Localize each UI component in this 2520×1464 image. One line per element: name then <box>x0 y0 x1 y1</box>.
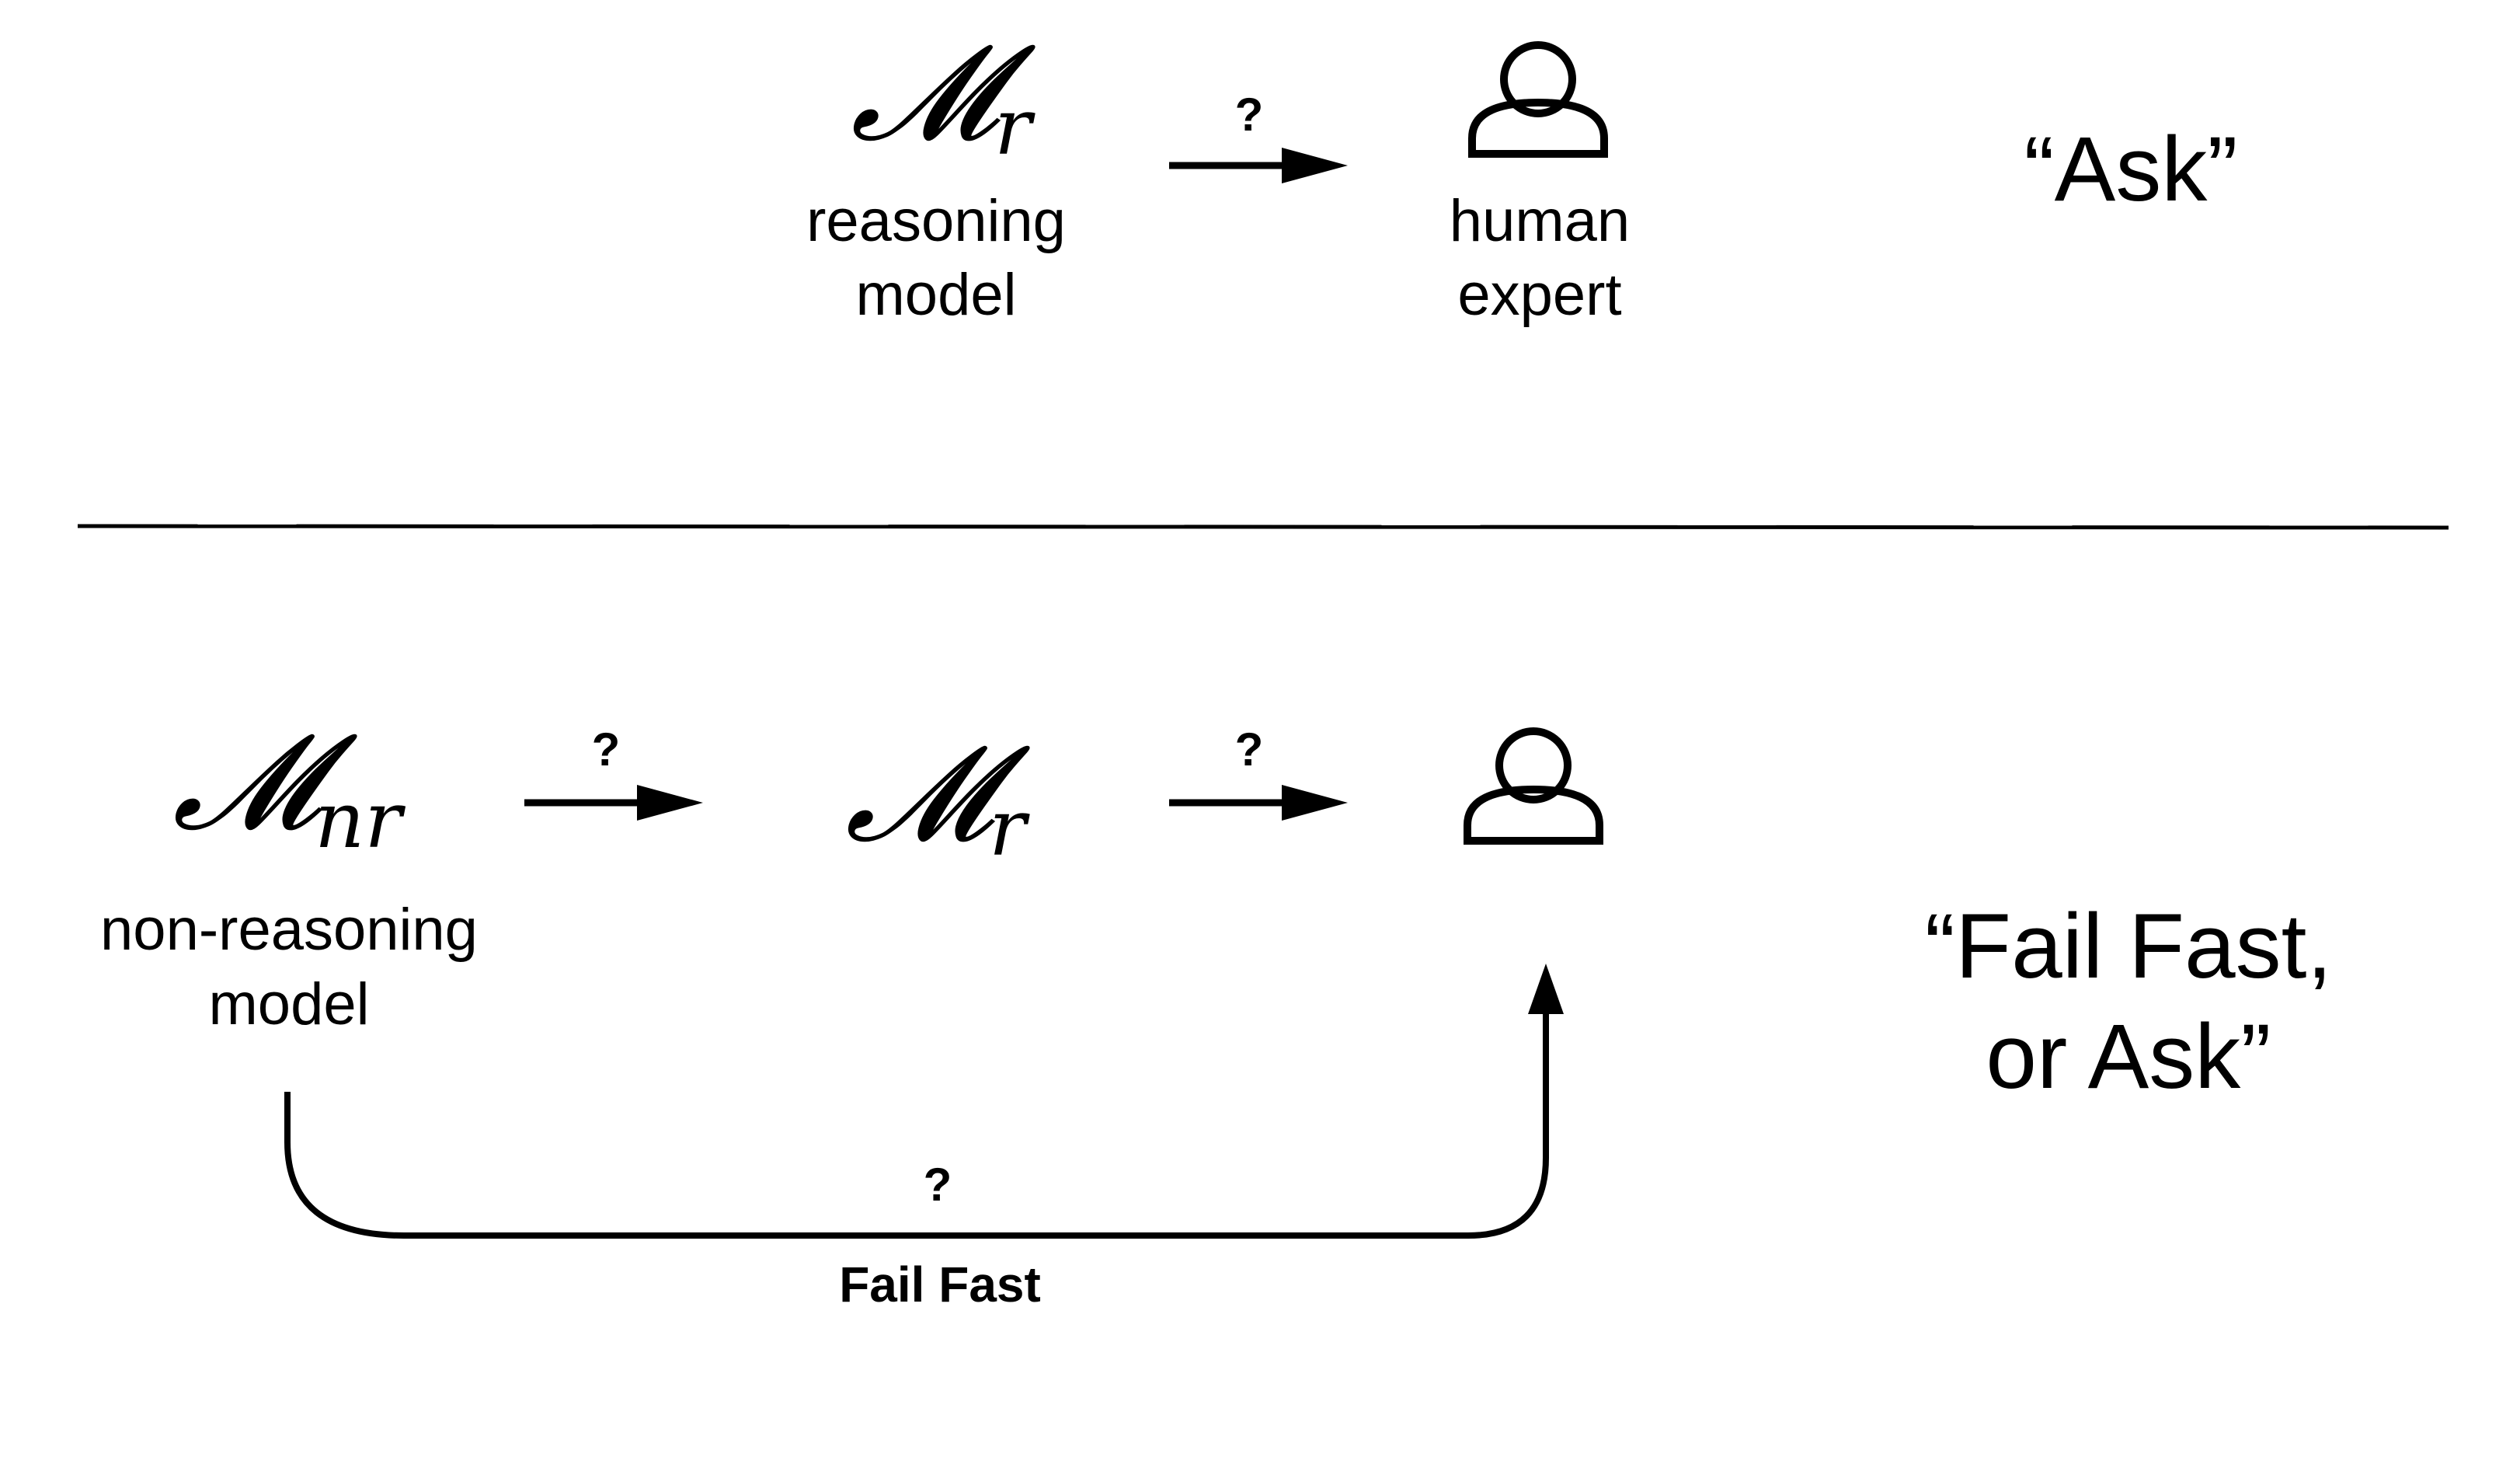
nr-subscript: nr <box>315 775 405 866</box>
ask-strategy-label: “Ask” <box>2024 118 2237 221</box>
person-icon <box>1464 727 1603 845</box>
human-label-line1: human <box>1450 188 1630 254</box>
reasoning-model-label-line2: model <box>856 262 1017 328</box>
human-label-line2: expert <box>1457 262 1621 328</box>
person-body <box>1464 785 1603 845</box>
fail-fast-bypass-arrow <box>284 964 1564 1239</box>
bottom-arrow-2-head <box>1282 785 1348 821</box>
bypass-question: ? <box>924 1159 952 1211</box>
fail-fast-or-ask-line1: “Fail Fast, <box>1925 895 2333 998</box>
fail-fast-or-ask-line2: or Ask” <box>1986 1006 2271 1108</box>
bottom-arrow-1-question: ? <box>592 723 621 776</box>
reasoning-model-label-line1: reasoning <box>806 188 1066 254</box>
bottom-arrow-2-question: ? <box>1235 723 1264 776</box>
person-icon <box>1468 41 1608 158</box>
bottom-arrow-1-head <box>637 785 703 821</box>
bottom-arrow-2 <box>1169 785 1348 821</box>
bottom-reasoning-model-symbol: 𝓜 r <box>845 717 1031 873</box>
nr-label-line1: non-reasoning <box>100 897 478 963</box>
person-head <box>1500 41 1576 117</box>
fail-fast-label: Fail Fast <box>839 1257 1041 1312</box>
r-subscript: r <box>989 783 1030 873</box>
nr-label-line2: model <box>209 971 370 1037</box>
non-reasoning-model-symbol: 𝓜 nr <box>172 706 405 866</box>
top-row: 𝓜 r reasoning model ? human expert “Ask” <box>806 16 2238 328</box>
reasoning-model-symbol: 𝓜 r <box>851 16 1036 173</box>
person-body <box>1468 98 1608 158</box>
model-subscript: r <box>994 82 1035 173</box>
bottom-arrow-1 <box>524 785 703 821</box>
top-arrow <box>1169 148 1348 183</box>
bottom-row: 𝓜 nr non-reasoning model ? 𝓜 r ? <box>100 706 2332 1312</box>
section-divider <box>77 524 2449 530</box>
person-head <box>1495 727 1572 803</box>
top-arrow-head <box>1282 148 1348 183</box>
bypass-arrow-head <box>1528 964 1564 1014</box>
bypass-arrow-path <box>284 1006 1549 1239</box>
top-arrow-question: ? <box>1235 89 1264 141</box>
